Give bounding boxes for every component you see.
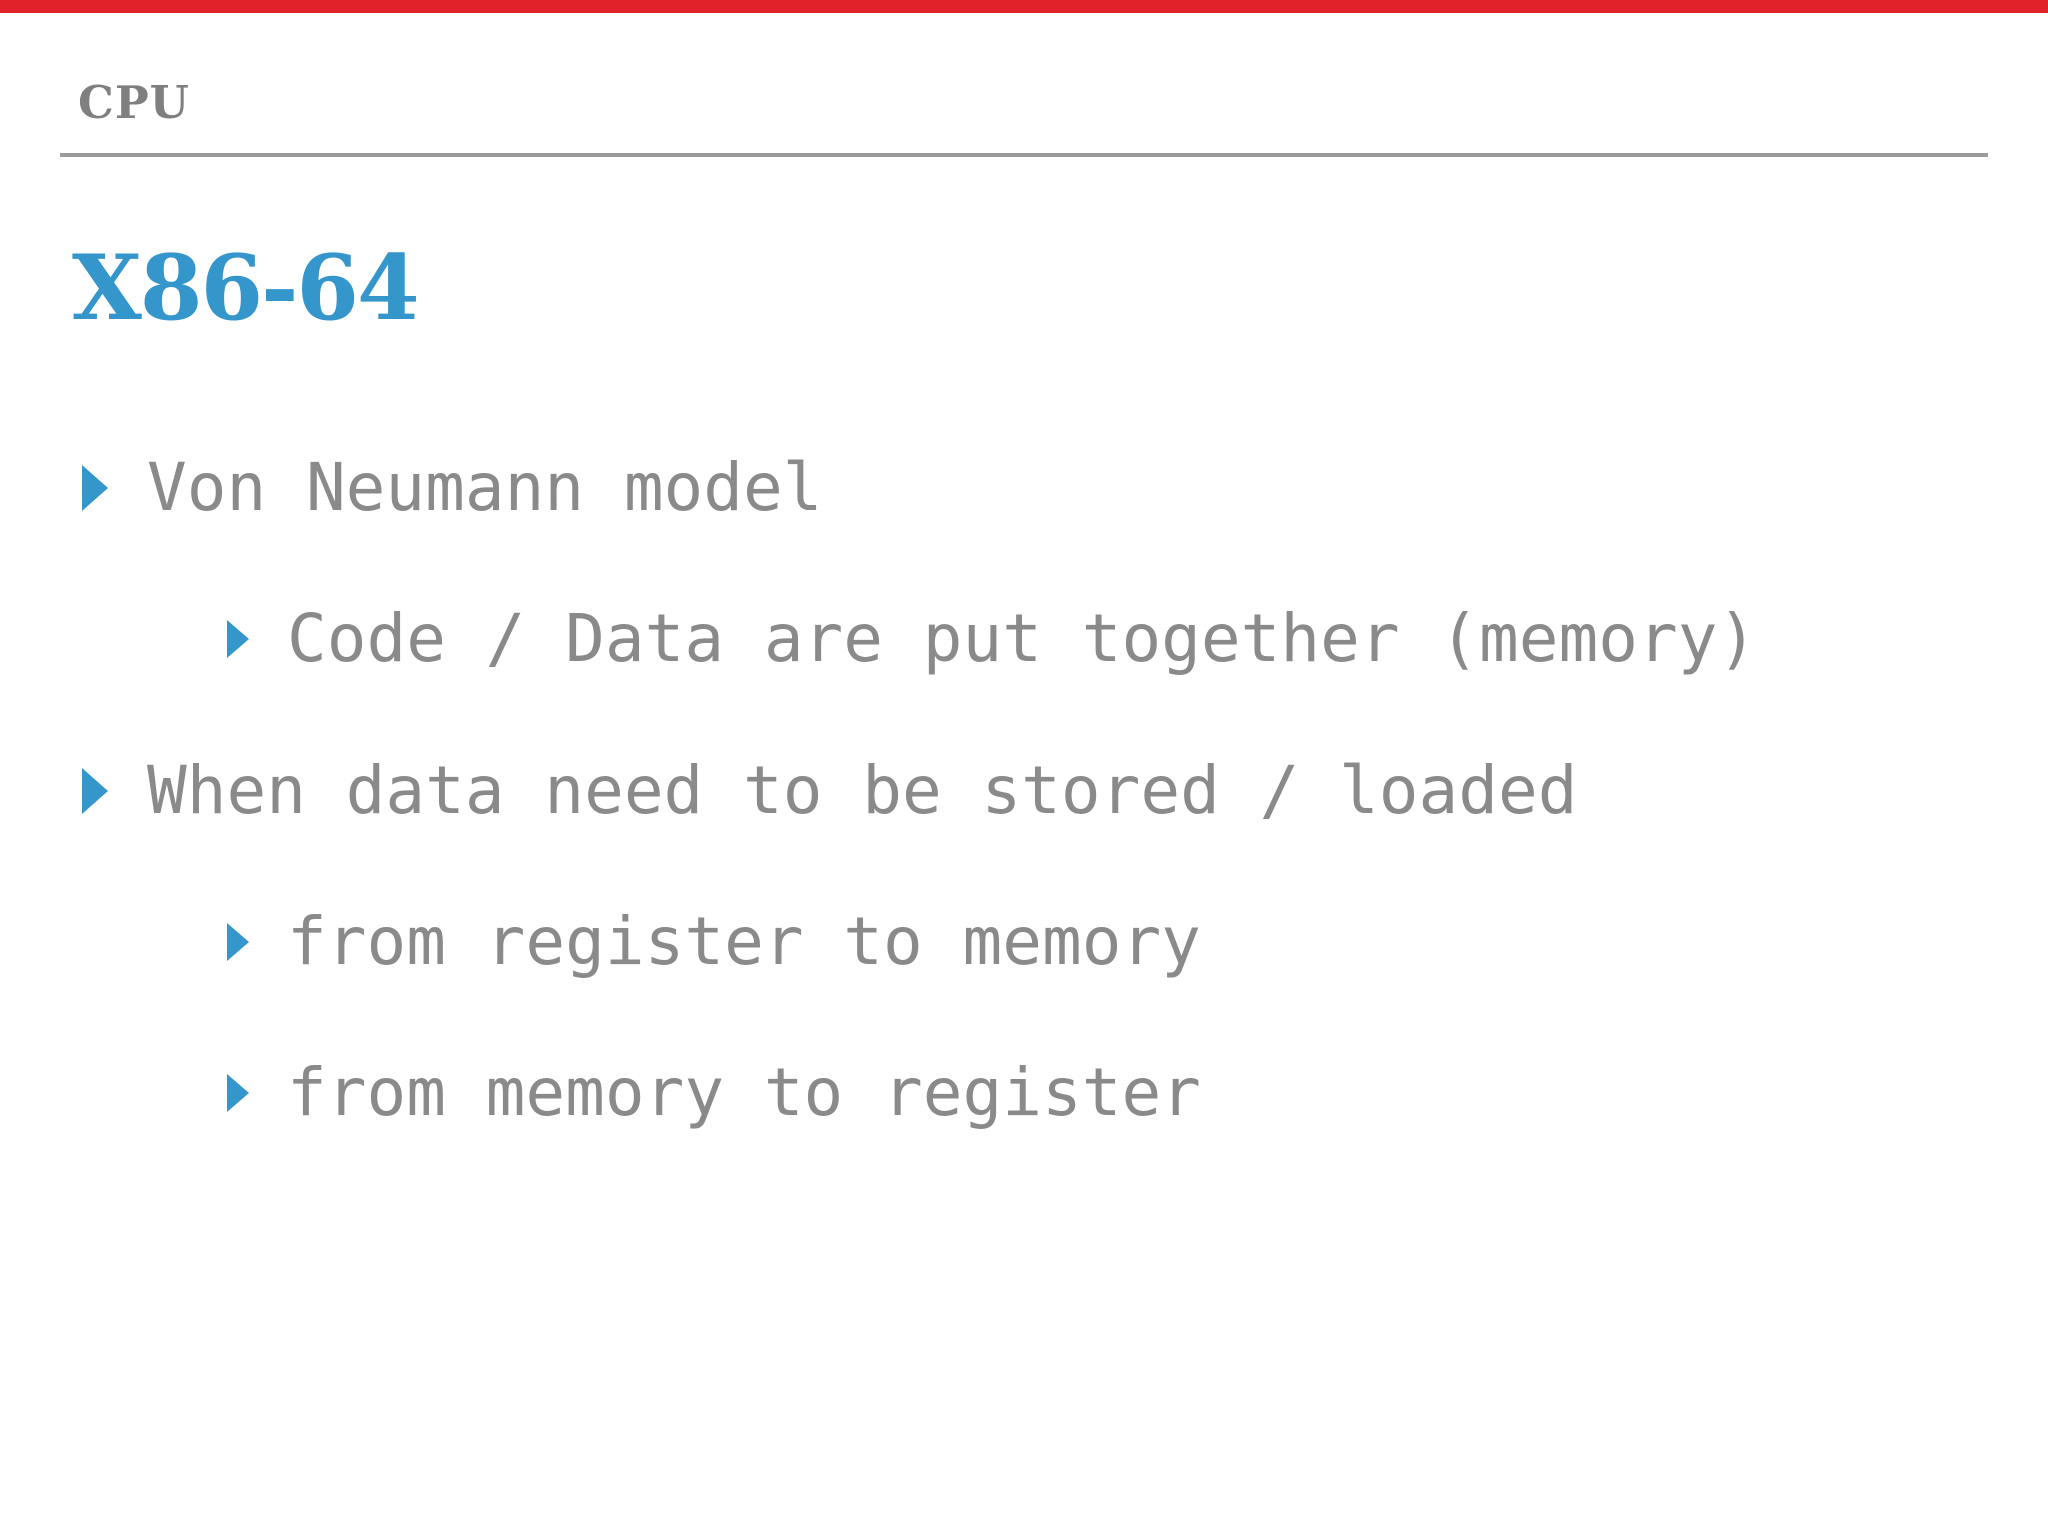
bullet-item: Von Neumann model — [0, 453, 2048, 523]
bullet-text: from register to memory — [287, 903, 1201, 980]
section-header: CPU — [78, 76, 190, 129]
bullet-text: Von Neumann model — [147, 449, 823, 526]
top-accent-bar — [0, 0, 2048, 13]
bullet-text: When data need to be stored / loaded — [147, 752, 1578, 829]
bullet-item: from register to memory — [0, 907, 2048, 977]
triangle-bullet-icon — [82, 768, 108, 814]
triangle-bullet-icon — [227, 923, 249, 961]
triangle-bullet-icon — [82, 465, 108, 511]
bullet-text: Code / Data are put together (memory) — [287, 600, 1758, 677]
bullet-item: When data need to be stored / loaded — [0, 756, 2048, 826]
bullet-text: from memory to register — [287, 1054, 1201, 1131]
bullet-item: Code / Data are put together (memory) — [0, 604, 2048, 674]
header-divider-line — [60, 153, 1988, 157]
triangle-bullet-icon — [227, 1074, 249, 1112]
slide-title: X86-64 — [72, 235, 420, 341]
bullet-item: from memory to register — [0, 1058, 2048, 1128]
triangle-bullet-icon — [227, 620, 249, 658]
